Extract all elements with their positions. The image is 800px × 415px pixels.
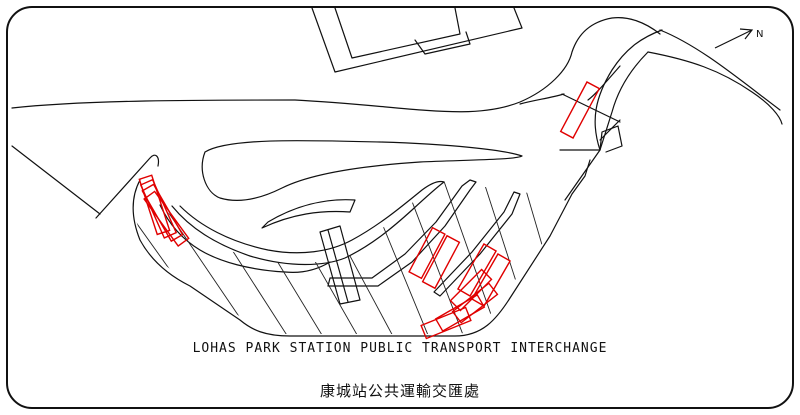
bus-bay-c3 xyxy=(456,243,498,297)
bus-bay-s2 xyxy=(434,293,486,333)
interchange-boundary xyxy=(132,159,591,337)
bus-bay-c2 xyxy=(421,234,461,290)
north-label: N xyxy=(756,29,764,40)
bus-bay-w4 xyxy=(143,190,190,247)
hatched-paving xyxy=(132,181,565,334)
interchange-inner-curb xyxy=(159,204,331,273)
bus-bay-s3 xyxy=(451,282,499,324)
road-boundary-upper xyxy=(11,17,661,113)
building-outline xyxy=(311,7,523,73)
station-connector xyxy=(559,125,623,153)
pedestrian-crossing xyxy=(319,225,361,305)
bus-island-2 xyxy=(261,199,356,229)
north-arrow-icon xyxy=(714,28,754,49)
bus-island-4 xyxy=(433,191,521,297)
bus-bay-s1 xyxy=(420,306,472,340)
west-road xyxy=(11,145,160,219)
bus-bay-c4 xyxy=(470,253,512,307)
bus-island-3 xyxy=(327,179,477,287)
bus-bays xyxy=(138,81,601,340)
bus-bay-w1 xyxy=(138,174,171,236)
ne-access-ramp xyxy=(519,29,783,201)
caption-chinese: 康城站公共運輸交匯處 xyxy=(319,382,480,400)
bus-bay-ne xyxy=(559,81,601,139)
bus-bay-c1 xyxy=(408,226,446,280)
central-island xyxy=(201,139,523,201)
caption-english: LOHAS PARK STATION PUBLIC TRANSPORT INTE… xyxy=(192,341,608,356)
